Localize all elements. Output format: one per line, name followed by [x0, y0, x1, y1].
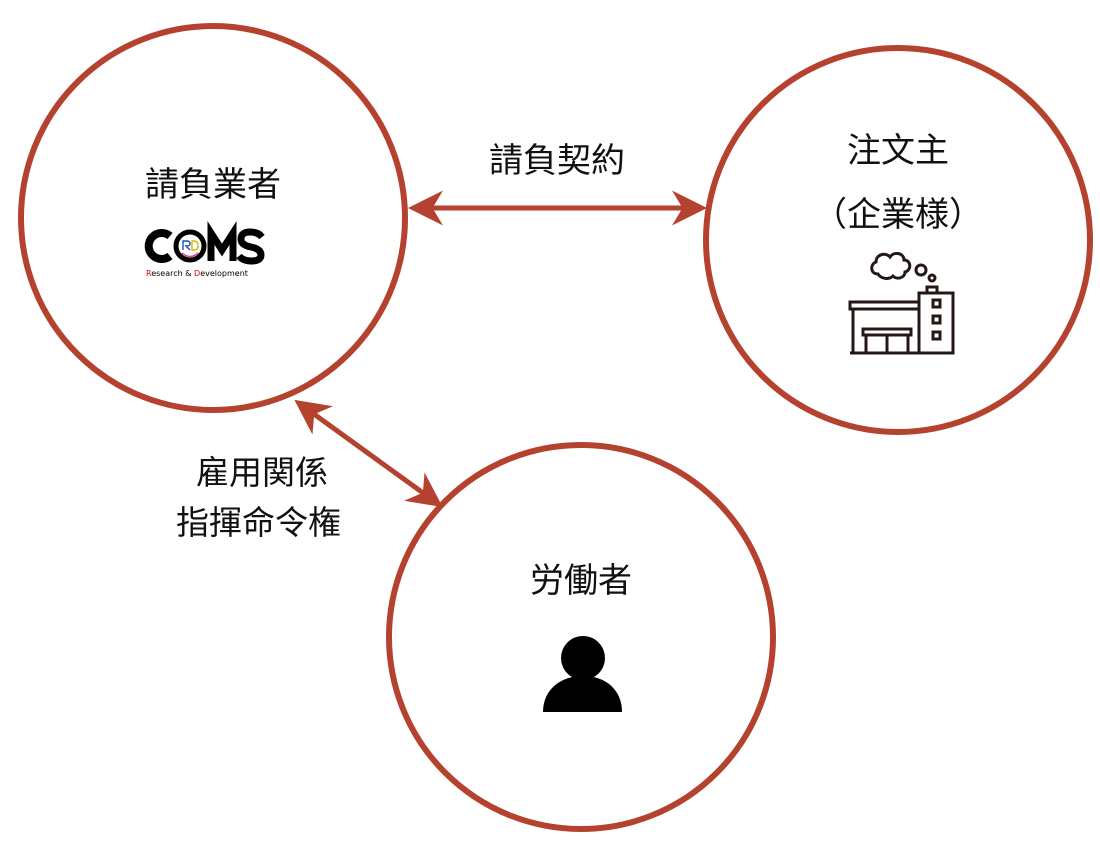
person-icon — [543, 636, 622, 712]
client-circle — [703, 45, 1093, 435]
employment-label-line1: 雇用関係 — [196, 453, 328, 492]
worker-circle — [386, 442, 776, 832]
worker-label: 労働者 — [530, 561, 632, 601]
employment-label-line2: 指揮命令権 — [176, 503, 341, 542]
contract-label: 請負契約 — [489, 141, 625, 181]
employment-arrow — [294, 399, 443, 508]
client-label: 注文主 — [847, 131, 949, 171]
factory-icon — [848, 251, 955, 355]
contractor-label: 請負業者 — [145, 165, 281, 205]
client-sublabel: （企業様） — [813, 195, 983, 235]
coms-logo: Research & Development — [144, 221, 265, 278]
svg-text:Research & Development: Research & Development — [146, 269, 248, 278]
contractor-circle — [18, 23, 408, 413]
